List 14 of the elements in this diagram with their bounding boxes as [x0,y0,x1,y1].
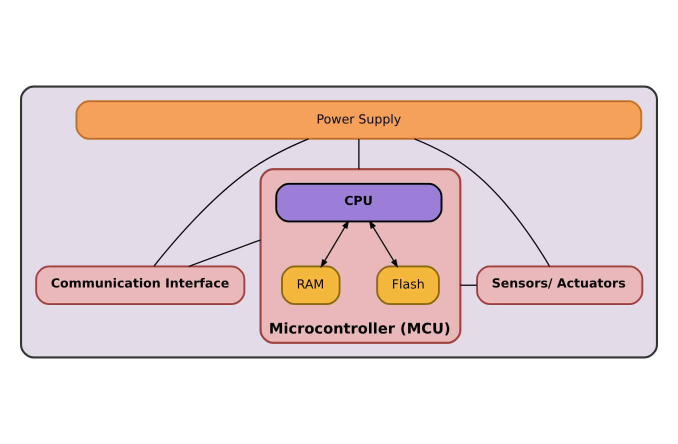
connector [188,239,261,267]
arrow [368,220,398,268]
connector [460,284,477,286]
node-box: Flash [376,266,440,306]
connector [414,138,550,267]
node-box: RAM [281,266,340,306]
connector [358,138,360,170]
cluster [20,86,658,358]
connector [153,138,309,267]
node-box: Power Supply [76,100,642,140]
arrow [320,220,350,268]
node-box: CPU [275,182,442,222]
node-box: Sensors/ Actuators [476,266,644,306]
node-box: Communication Interface [35,266,246,306]
